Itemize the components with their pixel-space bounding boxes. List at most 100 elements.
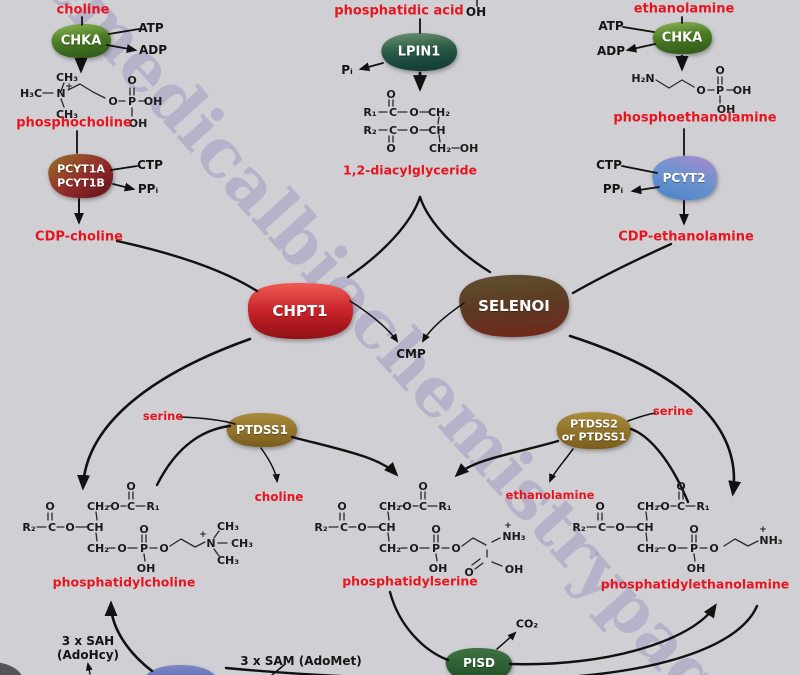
enzyme-lpin1-blob [381,33,458,72]
structure-phosphatidylcholine-backbone: CH₂ O C R₁ O R₂ C O O CH CH₂ O P O O OH [22,480,168,575]
svg-text:O: O [615,521,624,534]
svg-text:CH₂: CH₂ [428,106,450,119]
svg-text:CH₂: CH₂ [637,542,659,555]
svg-text:O: O [108,95,117,108]
enzyme-chka-left-blob [51,23,111,59]
svg-text:O: O [696,84,705,97]
svg-text:C: C [389,124,397,137]
svg-text:OH: OH [505,563,524,576]
structure-diacylglyceride: O R₁ C O CH₂ R₂ C O CH O CH₂ OH [363,88,478,155]
svg-text:P: P [128,95,136,108]
svg-text:O: O [409,106,418,119]
svg-text:P: P [432,542,440,555]
label-pi: Pᵢ [341,63,353,77]
svg-text:R₁: R₁ [363,106,376,119]
enzyme-chpt1-label: CHPT1 [272,302,328,320]
svg-text:O: O [464,566,473,579]
svg-text:O: O [709,542,718,555]
svg-text:CH₂: CH₂ [637,500,659,513]
enzyme-ptdss1-blob [226,413,298,448]
svg-text:O: O [409,124,418,137]
svg-text:CH₂: CH₂ [87,542,109,555]
svg-text:O: O [431,523,440,536]
svg-text:OH: OH [733,84,752,97]
label-cdp-choline: CDP-choline [35,229,123,245]
svg-text:O: O [386,142,395,155]
svg-text:O: O [402,500,411,513]
svg-text:CH₃: CH₃ [217,554,239,567]
svg-text:CH: CH [636,521,653,534]
label-phosphatidylethanolamine: phosphatidylethanolamine [600,576,790,592]
svg-text:O: O [45,500,54,513]
svg-text:OH: OH [429,562,448,575]
label-ethanolamine-released: ethanolamine [505,488,595,502]
svg-text:OH: OH [717,103,736,116]
svg-text:P: P [140,542,148,555]
label-ethanolamine-substrate: ethanolamine [633,1,735,17]
structure-phosphatidylserine-backbone: CH₂ O C R₁ O R₂ C O O CH CH₂ O P O O OH [314,480,460,575]
structure-serine-headgroup: NH₃ + O OH [461,521,526,579]
enzyme-ptdss2-alt-label: or PTDSS1 [561,430,627,444]
enzyme-selenoi-blob [459,274,570,337]
svg-text:H₃C: H₃C [20,87,42,100]
enzyme-pcyt2-label: PCYT2 [662,171,706,185]
svg-text:C: C [48,521,56,534]
structure-ethanolamine-headgroup: NH₃ + [723,525,783,547]
svg-text:CH: CH [428,124,445,137]
svg-text:NH₃: NH₃ [502,530,525,543]
svg-text:CH: CH [86,521,103,534]
label-phosphatidylcholine: phosphatidylcholine [52,574,196,590]
svg-text:CH₂: CH₂ [429,142,451,155]
svg-text:R₂: R₂ [572,521,585,534]
svg-text:O: O [386,88,395,101]
svg-text:C: C [598,521,606,534]
svg-text:O: O [676,480,685,493]
arrows [74,0,759,675]
svg-text:+: + [65,82,73,92]
svg-text:C: C [677,500,685,513]
label-cmp: CMP [396,347,426,361]
svg-text:R₂: R₂ [314,521,327,534]
svg-text:O: O [715,64,724,77]
svg-text:R₂: R₂ [22,521,35,534]
enzyme-chpt1-blob [247,283,353,339]
svg-text:N: N [206,537,215,550]
enzyme-pemt-blob [146,665,215,675]
svg-text:C: C [389,106,397,119]
svg-text:NH₃: NH₃ [759,534,782,547]
label-ctp-right: CTP [596,158,622,172]
enzyme-pisd-label: PISD [463,656,495,670]
svg-text:H₂N: H₂N [631,72,654,85]
label-choline-substrate: choline [56,2,110,18]
svg-text:O: O [667,542,676,555]
label-phosphatidic-acid: phosphatidic acid [334,3,464,19]
enzyme-pisd-blob [445,648,513,675]
label-ppi-right: PPᵢ [602,182,624,196]
enzyme-pcyt1-blob [48,154,114,199]
svg-text:O: O [357,521,366,534]
label-phosphocholine: phosphocholine [16,115,132,131]
label-diacylglyceride: 1,2-diacylglyceride [343,162,477,178]
svg-text:O: O [660,500,669,513]
svg-text:+: + [759,525,767,535]
svg-text:OH: OH [460,142,479,155]
svg-text:CH₃: CH₃ [231,537,253,550]
enzyme-chka-right-blob [652,21,712,55]
enzyme-pcyt1a-label: PCYT1A [57,162,105,176]
svg-text:O: O [139,523,148,536]
enzyme-ptdss2-label: PTDSS2 [570,417,618,431]
structure-choline-headgroup: N + CH₃ CH₃ CH₃ [169,520,253,567]
svg-text:C: C [340,521,348,534]
svg-text:CH₃: CH₃ [56,71,78,84]
svg-text:R₂: R₂ [363,124,376,137]
enzyme-ptdss2-blob [556,412,632,450]
svg-text:O: O [127,74,136,87]
label-atp-left: ATP [138,21,164,35]
svg-text:O: O [689,523,698,536]
svg-text:O: O [418,480,427,493]
svg-text:CH₂: CH₂ [379,500,401,513]
label-sam: 3 x SAM (AdoMet) [240,654,362,668]
svg-text:N: N [56,87,65,100]
svg-text:CH₃: CH₃ [56,108,78,121]
